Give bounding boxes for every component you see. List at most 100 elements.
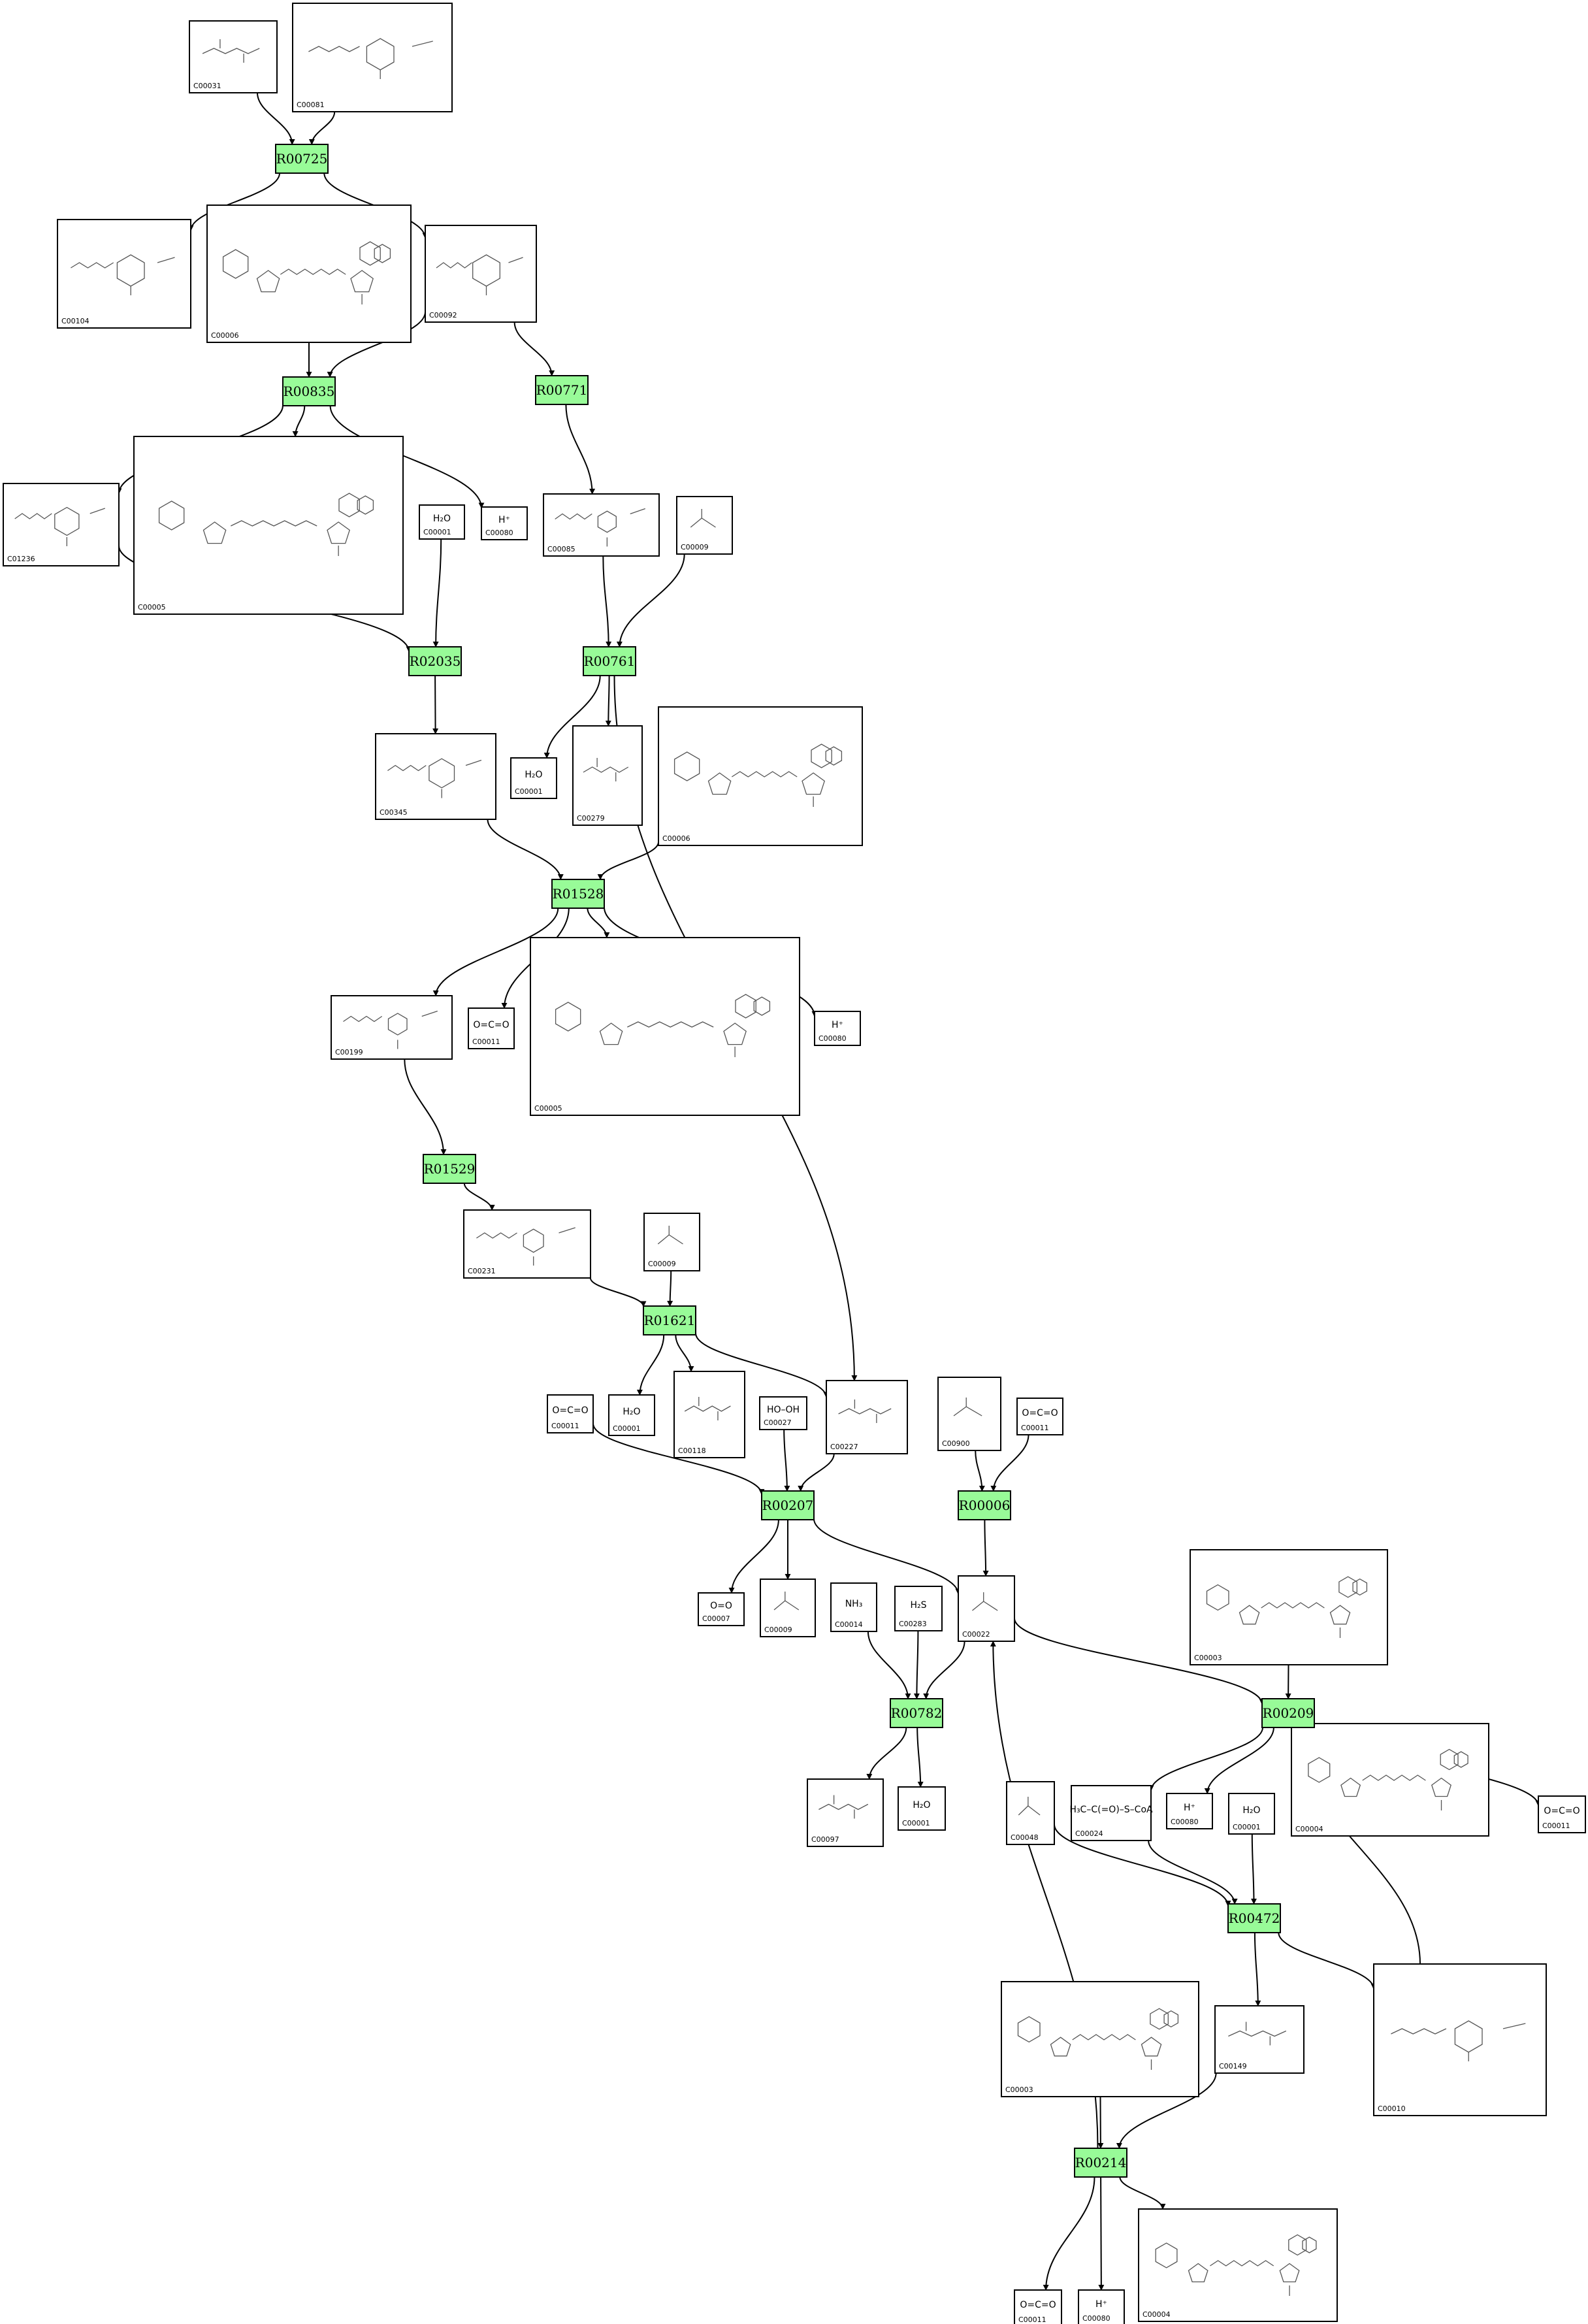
structure-sketch bbox=[555, 508, 645, 547]
compound-c00022[interactable]: C00022 bbox=[958, 1575, 1015, 1642]
compound-id-label: C00231 bbox=[468, 1267, 496, 1275]
reaction-R00835[interactable]: R00835 bbox=[282, 376, 336, 406]
compound-c00231[interactable]: C00231 bbox=[463, 1209, 591, 1279]
compound-c00004b[interactable]: C00004 bbox=[1138, 2208, 1338, 2322]
compound-c00092[interactable]: C00092 bbox=[425, 225, 537, 323]
compound-c00345[interactable]: C00345 bbox=[375, 733, 496, 820]
reaction-R01528[interactable]: R01528 bbox=[551, 879, 605, 909]
compound-c00080c[interactable]: H⁺C00080 bbox=[1166, 1793, 1213, 1829]
edge-R00006-c00022 bbox=[982, 1519, 989, 1577]
compound-c00080d[interactable]: H⁺C00080 bbox=[1078, 2289, 1125, 2324]
structure-sketch bbox=[1018, 1797, 1041, 1816]
compound-c00006a[interactable]: C00006 bbox=[206, 205, 412, 343]
edge-c00027-R00207 bbox=[783, 1429, 790, 1492]
compound-c01236[interactable]: C01236 bbox=[3, 483, 120, 566]
edge-R00725-c00104 bbox=[187, 172, 280, 231]
compound-id-label: C00011 bbox=[1542, 1822, 1570, 1830]
compound-id-label: C00900 bbox=[942, 1439, 970, 1448]
reaction-R00214[interactable]: R00214 bbox=[1074, 2148, 1127, 2178]
compound-c00227[interactable]: C00227 bbox=[826, 1380, 908, 1454]
compound-id-label: C00027 bbox=[764, 1418, 792, 1427]
compound-nodes: C00031C00081C00104C00006C00092C01236C000… bbox=[3, 3, 1586, 2324]
compound-formula: O=C=O bbox=[1020, 2300, 1056, 2310]
edge-c00199-R01529 bbox=[404, 1058, 447, 1155]
compound-c00279[interactable]: C00279 bbox=[572, 725, 643, 826]
compound-c00031[interactable]: C00031 bbox=[189, 20, 278, 93]
compound-c00048[interactable]: C00048 bbox=[1006, 1781, 1055, 1845]
reaction-R00761[interactable]: R00761 bbox=[583, 646, 636, 676]
compound-c00149[interactable]: C00149 bbox=[1214, 2005, 1304, 2074]
edge-R01621-c00118 bbox=[675, 1334, 694, 1372]
reaction-R01621[interactable]: R01621 bbox=[643, 1305, 696, 1335]
compound-c00104[interactable]: C00104 bbox=[57, 219, 191, 329]
compound-c00006b[interactable]: C00006 bbox=[658, 706, 863, 846]
compound-formula: H₂S bbox=[910, 1600, 926, 1611]
compound-id-label: C00011 bbox=[1018, 2316, 1046, 2324]
structure-sketch bbox=[202, 39, 260, 63]
compound-c00027[interactable]: HO–OH C00027 bbox=[759, 1396, 807, 1430]
compound-c00900[interactable]: C00900 bbox=[937, 1377, 1001, 1451]
structure-sketch bbox=[343, 1010, 438, 1049]
reaction-R00207[interactable]: R00207 bbox=[761, 1490, 815, 1520]
compound-id-label: C00097 bbox=[811, 1835, 839, 1844]
compound-c00097[interactable]: C00097 bbox=[807, 1778, 884, 1847]
compound-id-label: C00345 bbox=[380, 808, 408, 817]
edge-R02035-c00345 bbox=[432, 675, 439, 734]
compound-c00009b[interactable]: C00009 bbox=[643, 1213, 700, 1271]
compound-c00004a[interactable]: C00004 bbox=[1291, 1723, 1489, 1837]
reaction-R02035[interactable]: R02035 bbox=[408, 646, 462, 676]
compound-formula: HO–OH bbox=[767, 1405, 800, 1415]
compound-id-label: C00011 bbox=[472, 1038, 500, 1046]
reaction-R00209[interactable]: R00209 bbox=[1261, 1698, 1315, 1728]
reaction-R00725[interactable]: R00725 bbox=[275, 144, 329, 174]
compound-c00009c[interactable]: C00009 bbox=[760, 1579, 816, 1637]
compound-c00085[interactable]: C00085 bbox=[543, 493, 660, 557]
reaction-R00782[interactable]: R00782 bbox=[890, 1698, 943, 1728]
edge-R00761-c00001b bbox=[543, 675, 601, 759]
compound-c00003a[interactable]: C00003 bbox=[1190, 1549, 1388, 1665]
compound-c00011e[interactable]: O=C=O C00011 bbox=[1014, 2289, 1062, 2324]
compound-formula: H₂O bbox=[913, 1800, 930, 1810]
reaction-id-label: R00782 bbox=[891, 1705, 943, 1721]
compound-id-label: C00003 bbox=[1005, 2086, 1033, 2094]
compound-id-label: C00004 bbox=[1142, 2310, 1171, 2319]
reaction-R00472[interactable]: R00472 bbox=[1227, 1903, 1281, 1933]
reaction-id-label: R00771 bbox=[536, 382, 588, 398]
compound-id-label: C00009 bbox=[764, 1626, 792, 1634]
compound-c00080a[interactable]: H⁺C00080 bbox=[481, 506, 528, 540]
compound-id-label: C00149 bbox=[1219, 2062, 1247, 2070]
reaction-R01529[interactable]: R01529 bbox=[423, 1154, 476, 1184]
compound-c00199[interactable]: C00199 bbox=[331, 995, 453, 1060]
compound-c00005a[interactable]: C00005 bbox=[133, 436, 404, 615]
edge-R00782-c00097 bbox=[866, 1727, 907, 1780]
compound-c00118[interactable]: C00118 bbox=[673, 1371, 745, 1458]
compound-id-label: C00001 bbox=[1233, 1823, 1261, 1831]
edge-R01621-c00227 bbox=[695, 1333, 830, 1398]
compound-c00081[interactable]: C00081 bbox=[292, 3, 453, 112]
compound-c00080b[interactable]: H⁺C00080 bbox=[814, 1011, 861, 1046]
reaction-id-label: R00835 bbox=[284, 384, 335, 399]
compound-c00010[interactable]: C00010 bbox=[1373, 1963, 1547, 2116]
compound-c00009a[interactable]: C00009 bbox=[676, 496, 733, 555]
reaction-R00006[interactable]: R00006 bbox=[958, 1490, 1011, 1520]
compound-id-label: C00001 bbox=[613, 1424, 641, 1433]
compound-id-label: C00006 bbox=[662, 834, 690, 843]
compound-c00005b[interactable]: C00005 bbox=[530, 937, 800, 1116]
compound-c00003b[interactable]: C00003 bbox=[1001, 1981, 1199, 2097]
edge-c00011b-R00207 bbox=[592, 1423, 765, 1496]
reaction-R00771[interactable]: R00771 bbox=[535, 375, 589, 405]
structure-sketch bbox=[673, 744, 843, 807]
